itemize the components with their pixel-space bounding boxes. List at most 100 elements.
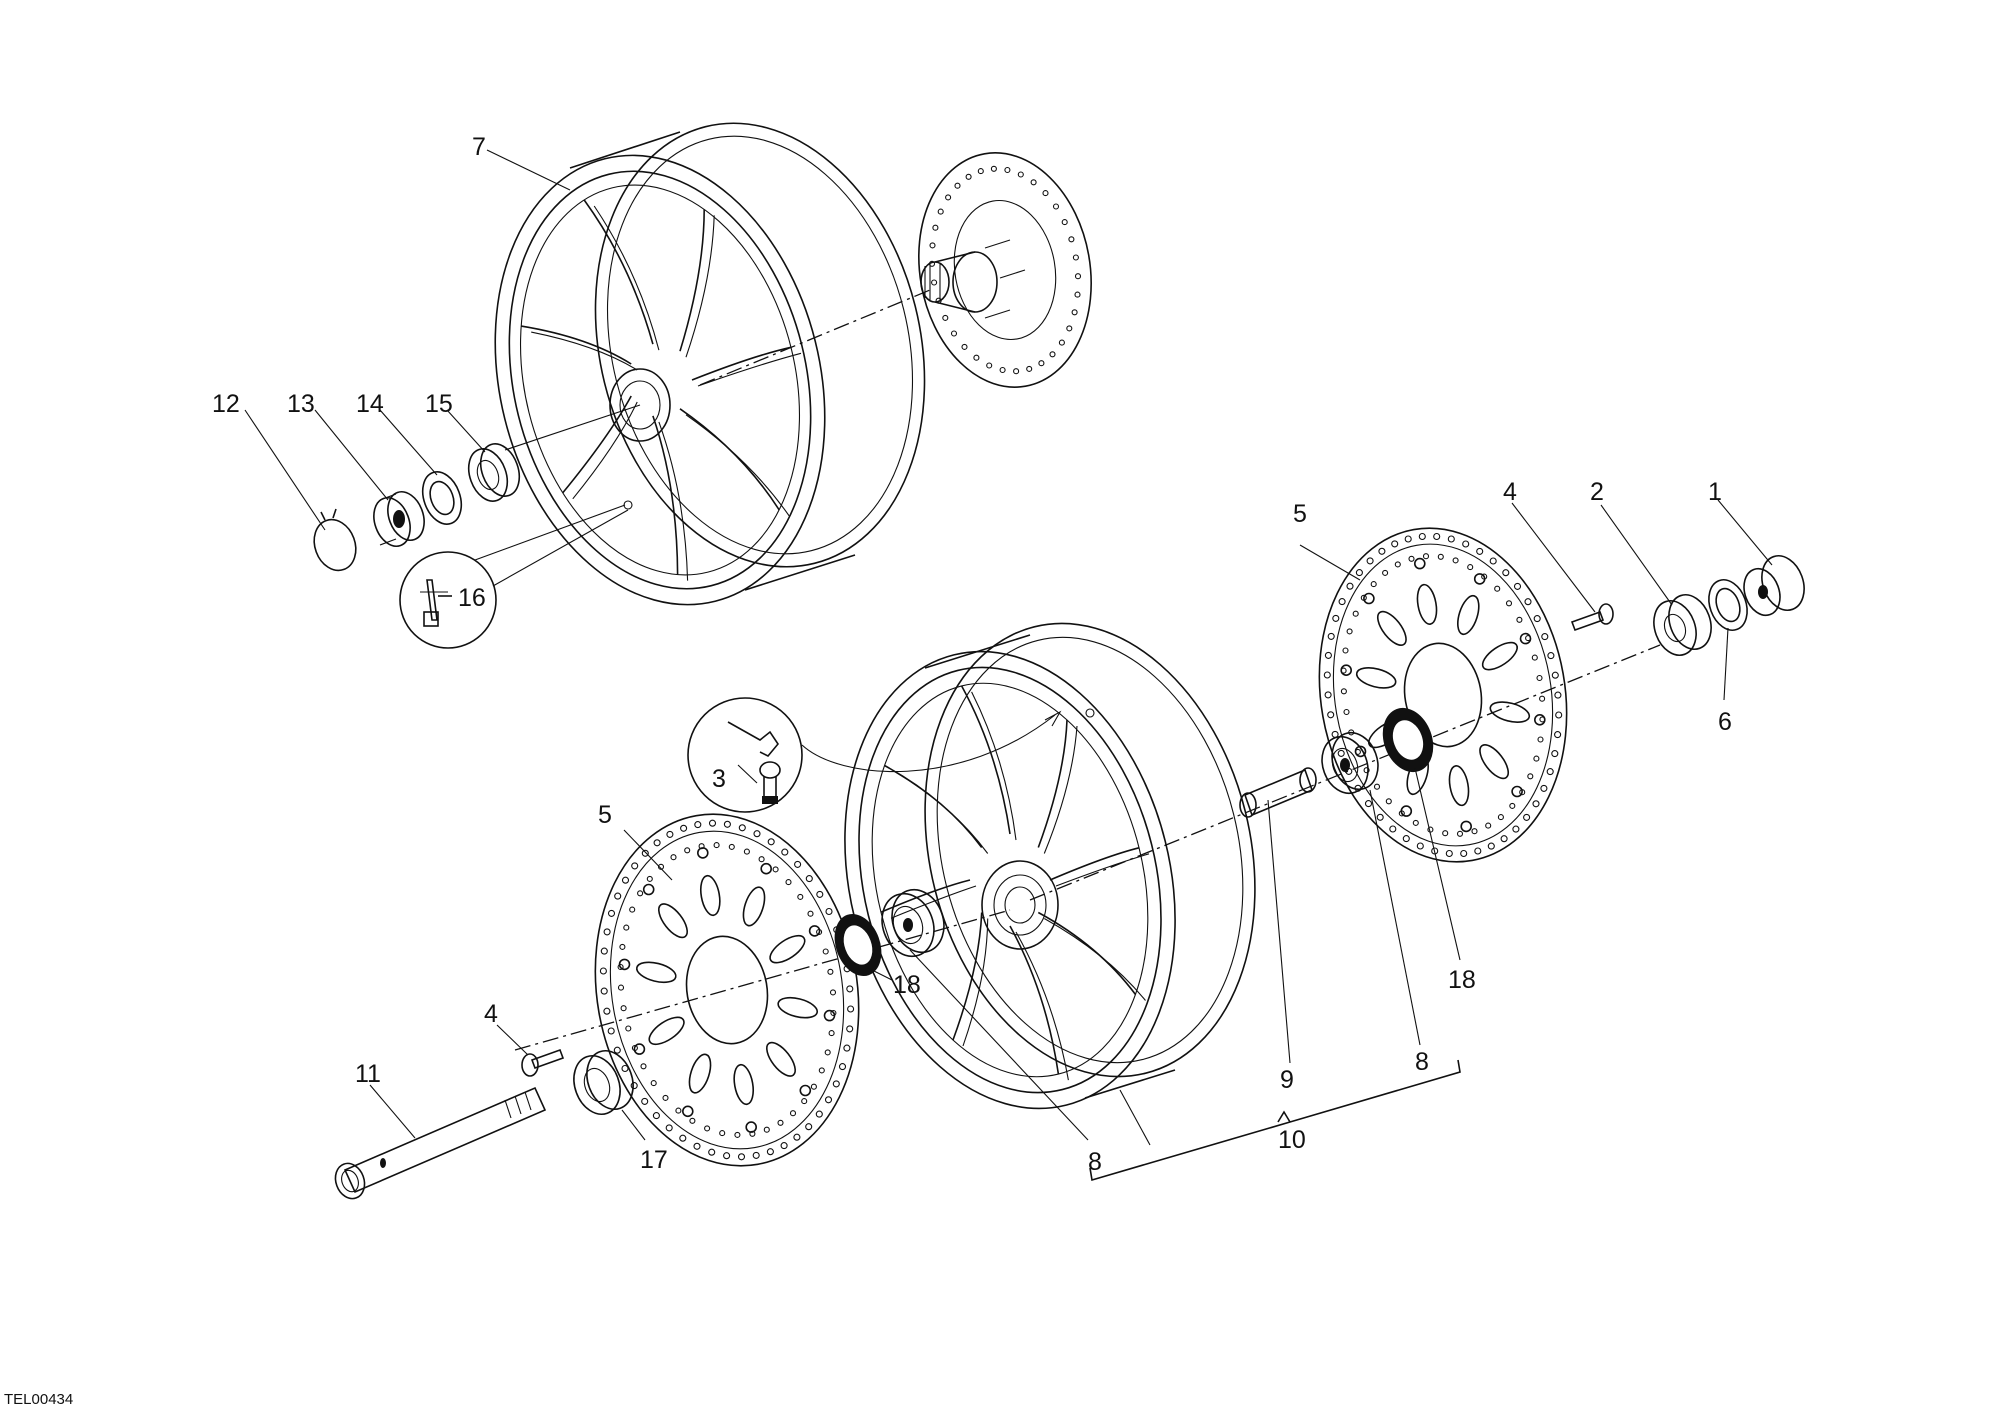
disc-vent-hole [1355, 569, 1363, 577]
disc-vent-hole [805, 875, 813, 883]
disc-vent-hole [640, 1063, 647, 1070]
disc-vent-hole [670, 854, 677, 861]
label-12: 12 [212, 390, 240, 418]
label-1: 1 [1708, 478, 1722, 506]
disc-vent-hole [1540, 784, 1548, 792]
disc-vent-hole [1346, 628, 1353, 635]
disc-rivet [1460, 820, 1472, 833]
disc-vent-hole [728, 843, 735, 850]
wheel-spoke-edge [658, 421, 689, 581]
disc-vent-hole [977, 168, 984, 175]
wheel-spoke-edge [894, 771, 989, 854]
disc-vent-hole [1042, 190, 1049, 197]
drawing-code: TEL00434 [4, 1391, 73, 1408]
disc-rivet [1534, 713, 1546, 726]
disc-vent-hole [1460, 849, 1468, 858]
wheel-spoke [1049, 847, 1140, 881]
disc-vent-hole [1342, 647, 1349, 654]
disc-vent-hole [679, 1134, 687, 1142]
disc-vent-hole [653, 839, 661, 847]
disc-vent-hole [666, 830, 674, 838]
disc-vent-hole [758, 856, 765, 863]
label-9: 9 [1280, 1066, 1294, 1094]
disc-vent-hole [1412, 819, 1419, 826]
disc-vent-hole [1416, 842, 1424, 850]
spacer-tube [1239, 767, 1317, 818]
label-4-lower: 4 [484, 1000, 498, 1028]
disc-vent-hole [824, 1096, 833, 1104]
disc-vent-hole [838, 1063, 847, 1071]
disc-vent-hole [780, 1142, 788, 1150]
disc-vent-hole [847, 1005, 855, 1013]
disc-vent-hole [617, 963, 624, 971]
wheel-spoke-edge [1044, 918, 1146, 1001]
wheel-spoke-edge [685, 414, 790, 517]
disc-vent-hole [1471, 828, 1478, 835]
disc-vent-hole [641, 849, 649, 857]
disc-vent-hole [832, 1080, 840, 1088]
rear-wheel [494, 122, 926, 606]
disc-vent-hole [652, 1112, 660, 1120]
disc-vent-hole [843, 1044, 851, 1052]
left-bearing [881, 888, 945, 958]
disc-vent-hole [614, 892, 622, 900]
disc-carrier-window [733, 1063, 755, 1106]
disc-vent-hole [1340, 688, 1347, 695]
disc-vent-hole [822, 948, 829, 955]
label-13: 13 [287, 390, 315, 418]
disc-carrier-window [1489, 701, 1531, 723]
disc-carrier-window [658, 903, 688, 939]
label-17: 17 [640, 1146, 668, 1174]
disc-vent-hole [810, 1083, 817, 1090]
disc-vent-hole [777, 1119, 784, 1126]
disc-rivet [681, 1105, 694, 1118]
disc-vent-hole [620, 1005, 627, 1012]
part-labels: 7 12 13 14 15 16 5 4 2 1 6 3 5 4 11 17 1… [4, 133, 1732, 1408]
disc-vent-hole [1061, 219, 1068, 226]
label-16: 16 [458, 584, 486, 612]
disc-vent-hole [1533, 615, 1541, 623]
label-18-right: 18 [1448, 966, 1476, 994]
disc-vent-hole [828, 1030, 835, 1037]
disc-vent-hole [684, 847, 691, 854]
label-4-upper: 4 [1503, 478, 1517, 506]
disc-vent-hole [621, 1064, 629, 1073]
disc-vent-hole [629, 906, 636, 913]
disc-vent-hole [1402, 835, 1410, 843]
disc-vent-hole [1378, 547, 1386, 555]
disc-rivet [1354, 745, 1367, 758]
disc-vent-hole [1364, 800, 1373, 808]
label-6: 6 [1718, 708, 1732, 736]
washer-right [1708, 579, 1748, 631]
disc-vent-hole [1052, 203, 1060, 210]
disc-vent-hole [646, 875, 653, 882]
disc-vent-hole [1026, 365, 1033, 372]
disc-vent-hole [1533, 755, 1540, 762]
disc-vent-hole [734, 1131, 741, 1138]
wheel-spoke [679, 209, 705, 352]
disc-carrier-window [1416, 583, 1438, 625]
disc-vent-hole [781, 848, 789, 856]
disc-vent-hole [793, 1133, 801, 1141]
disc-vent-hole [665, 1124, 673, 1132]
front-wheel [844, 622, 1256, 1110]
disc-carrier-window [766, 1041, 796, 1077]
rear-circlip [313, 508, 357, 572]
disc-vent-hole [1532, 800, 1540, 808]
wheel-spoke [1009, 925, 1060, 1075]
disc-vent-hole [1547, 652, 1555, 660]
disc-vent-hole [801, 1098, 808, 1105]
disc-vent-hole [1537, 736, 1544, 743]
disc-rivet [799, 1084, 812, 1097]
disc-vent-hole [1418, 532, 1426, 541]
disc-vent-hole [599, 967, 607, 975]
disc-vent-hole [827, 968, 834, 975]
disc-vent-hole [797, 893, 804, 900]
disc-vent-hole [704, 1125, 711, 1132]
disc-vent-hole [1389, 825, 1397, 833]
disc-vent-hole [805, 1123, 813, 1131]
disc-vent-hole [1523, 813, 1531, 821]
disc-vent-hole [1489, 557, 1497, 565]
label-15: 15 [425, 390, 453, 418]
wheel-spoke [679, 408, 780, 511]
